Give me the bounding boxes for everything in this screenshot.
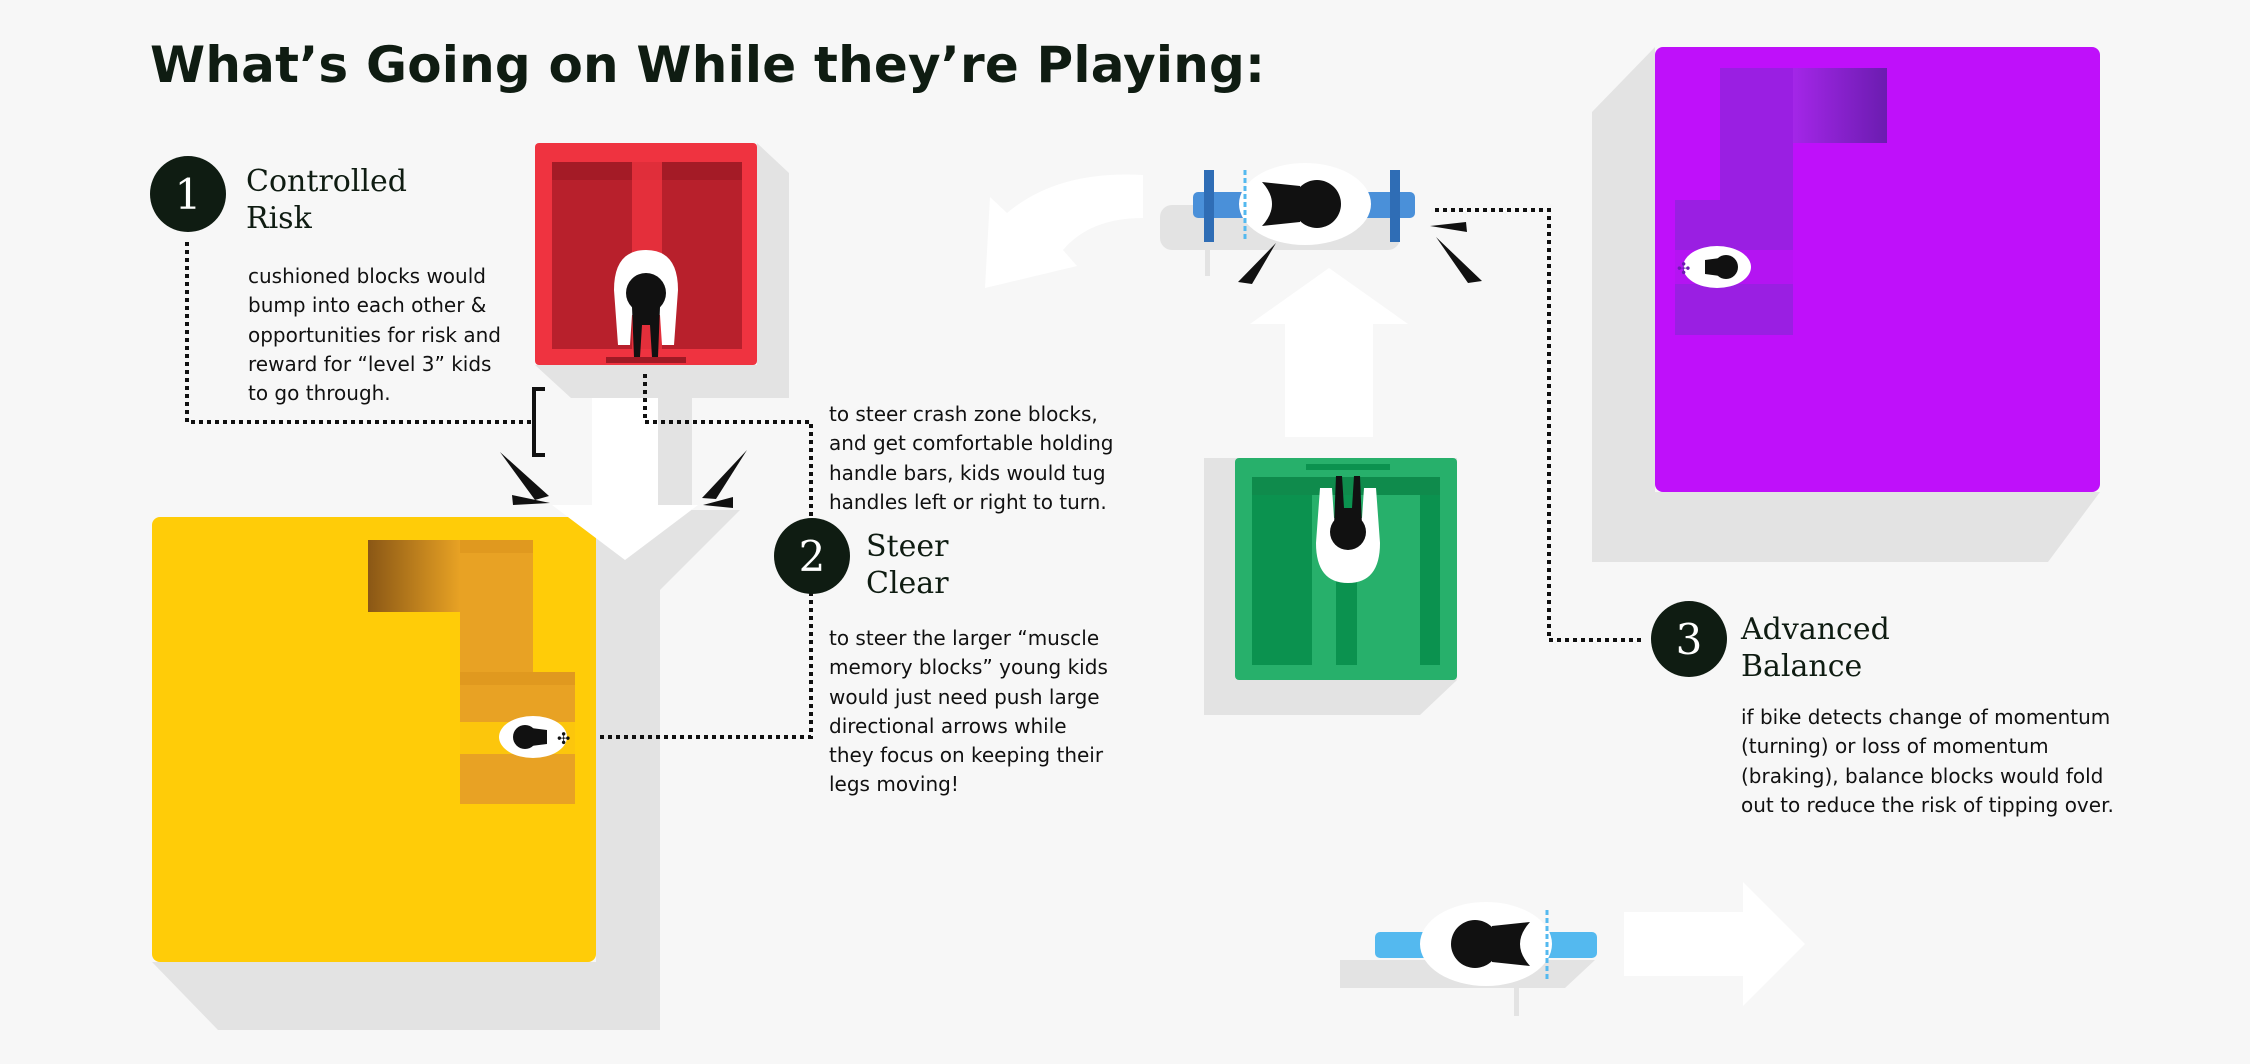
yellow-block-path-fade <box>368 540 460 612</box>
crash-zone-note-line: handle bars, kids would tug <box>829 460 1106 485</box>
step-3-description: if bike detects change of momentum (turn… <box>1741 703 2114 820</box>
step-3-desc-line: out to reduce the risk of tipping over. <box>1741 792 2114 817</box>
purple-block-group: ✣ <box>1592 47 2100 562</box>
step-2-desc-line: would just need push large <box>829 684 1100 709</box>
bracket <box>532 387 545 457</box>
crash-zone-note-line: handles left or right to turn. <box>829 489 1107 514</box>
crash-zone-note: to steer crash zone blocks, and get comf… <box>829 400 1114 517</box>
bike-topview-blue <box>1160 163 1415 276</box>
rider-topview-green <box>1306 464 1390 583</box>
step-2-badge: 2 <box>774 518 850 594</box>
step-2-title: Steer Clear <box>866 528 949 602</box>
step-1-desc-line: opportunities for risk and <box>248 322 501 347</box>
red-block-group <box>535 143 789 398</box>
connector-purple-step3 <box>1435 208 1645 642</box>
step-3-desc-line: (turning) or loss of momentum <box>1741 734 2049 759</box>
purple-block-shadow <box>1592 47 2100 562</box>
step-2-desc-line: legs moving! <box>829 772 959 797</box>
svg-text:✣: ✣ <box>1677 259 1690 278</box>
step-1-number: 1 <box>175 170 202 219</box>
connector-red-step2 <box>600 374 813 739</box>
crash-zone-note-line: to steer crash zone blocks, <box>829 402 1098 426</box>
svg-text:✣: ✣ <box>557 729 570 748</box>
bike-topview-lightblue <box>1340 902 1597 1016</box>
step-3-number: 3 <box>1676 615 1703 664</box>
step-1-title: Controlled Risk <box>246 163 407 237</box>
step-2-desc-line: memory blocks” young kids <box>829 655 1108 680</box>
step-2-title-line-2: Clear <box>866 566 949 601</box>
impact-spike-left-2 <box>512 495 550 505</box>
impact-spike-blue-2 <box>1436 237 1482 283</box>
step-1-title-line-2: Risk <box>246 201 312 236</box>
crash-zone-note-line: and get comfortable holding <box>829 431 1114 456</box>
step-1-title-line-1: Controlled <box>246 164 407 199</box>
impact-spike-blue-3 <box>1430 222 1467 232</box>
step-2-number: 2 <box>799 532 826 581</box>
step-1-desc-line: reward for “level 3” kids <box>248 351 492 376</box>
step-1-desc-line: cushioned blocks would <box>248 264 486 288</box>
step-2-desc-line: they focus on keeping their <box>829 743 1104 768</box>
rider-topview-red <box>606 250 686 363</box>
right-arrow <box>1624 882 1805 1006</box>
step-3-badge: 3 <box>1651 601 1727 677</box>
page-title: What’s Going on While they’re Playing: <box>150 36 1266 94</box>
up-arrow <box>1250 268 1408 437</box>
red-block-shadow <box>535 143 789 398</box>
step-2-desc-line: directional arrows while <box>829 713 1067 738</box>
yellow-block-group: ✣ <box>152 517 660 1030</box>
step-3-title-line-1: Advanced <box>1741 612 1890 647</box>
rider-topview-small: ✣ <box>499 716 570 758</box>
yellow-block-shadow <box>152 517 660 1030</box>
step-1-desc-line: to go through. <box>248 381 391 406</box>
step-1-desc-line: bump into each other & <box>248 293 487 318</box>
step-2-description: to steer the larger “muscle memory block… <box>829 624 1108 800</box>
step-3-title-line-2: Balance <box>1741 649 1863 684</box>
down-arrow <box>552 388 698 560</box>
green-block-group <box>1204 458 1457 715</box>
step-2-title-line-1: Steer <box>866 529 949 564</box>
step-1-badge: 1 <box>150 156 226 232</box>
step-3-title: Advanced Balance <box>1741 611 1890 685</box>
impact-spike-left-1 <box>500 452 549 500</box>
impact-spike-right-1 <box>702 450 747 499</box>
connector-step1 <box>185 242 533 424</box>
step-3-desc-line: if bike detects change of momentum <box>1741 705 2111 729</box>
curved-left-arrow <box>985 174 1143 288</box>
rider-topview-purple: ✣ <box>1677 246 1751 288</box>
impact-spike-blue-1 <box>1238 243 1276 284</box>
purple-block-path-fade <box>1793 68 1887 143</box>
step-3-desc-line: (braking), balance blocks would fold <box>1741 763 2104 788</box>
impact-spike-right-2 <box>703 497 733 508</box>
step-1-description: cushioned blocks would bump into each ot… <box>248 262 501 408</box>
connector-lines <box>185 208 1645 739</box>
step-2-desc-line: to steer the larger “muscle <box>829 626 1100 650</box>
